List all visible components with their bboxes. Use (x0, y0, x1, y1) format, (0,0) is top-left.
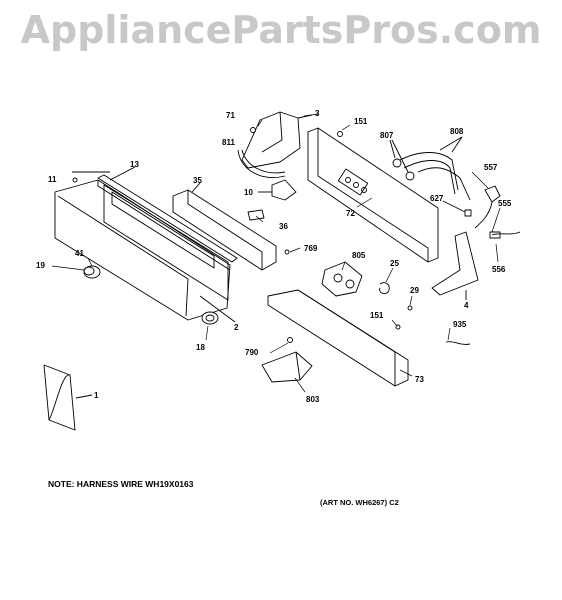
harness-note: NOTE: HARNESS WIRE WH19X0163 (48, 479, 194, 489)
part-627-clip (464, 209, 472, 217)
fasteners (72, 127, 472, 345)
callout-29: 29 (410, 286, 419, 295)
callout-73: 73 (415, 375, 424, 384)
callout-4: 4 (464, 301, 469, 310)
callout-935: 935 (453, 320, 467, 329)
callout-36: 36 (279, 222, 288, 231)
part-11-screw (72, 177, 78, 183)
part-803-cover (261, 351, 313, 383)
part-3-bracket (241, 111, 313, 169)
callout-811: 811 (222, 138, 235, 147)
callout-808: 808 (450, 127, 464, 136)
callout-627: 627 (430, 194, 444, 203)
callout-11: 11 (48, 175, 57, 184)
part-72-back-panel (307, 127, 439, 263)
part-19-knob (83, 265, 101, 279)
callout-803: 803 (306, 395, 320, 404)
part-35-pcb (172, 182, 277, 271)
part-13-trim (72, 166, 238, 301)
callout-151b: 151 (370, 311, 384, 320)
callout-557: 557 (484, 163, 498, 172)
part-808-hoses (399, 136, 471, 201)
part-555-wire (489, 231, 521, 239)
watermark-text: AppliancePartsPros.com (20, 8, 542, 52)
part-807-washers (389, 139, 415, 181)
callout-25: 25 (390, 259, 399, 268)
callout-151a: 151 (354, 117, 368, 126)
callout-3: 3 (315, 109, 320, 118)
callout-13: 13 (130, 160, 139, 169)
part-29-screw (407, 305, 413, 311)
part-10-switch (258, 179, 297, 201)
art-number: (ART NO. WH6267) C2 (320, 498, 399, 507)
callout-41: 41 (75, 249, 84, 258)
callout-71: 71 (226, 111, 235, 120)
callout-805: 805 (352, 251, 366, 260)
part-18-knob (201, 311, 219, 325)
callout-10: 10 (244, 188, 253, 197)
part-769-screw (284, 249, 290, 255)
part-557-sensor (474, 185, 501, 229)
part-2-control-panel (54, 179, 236, 323)
callout-35: 35 (193, 176, 202, 185)
callout-769: 769 (304, 244, 318, 253)
callout-72: 72 (346, 209, 355, 218)
part-4-side-bracket (431, 231, 479, 300)
callout-1: 1 (94, 391, 99, 400)
part-790-screw (287, 337, 293, 343)
part-1-manual (43, 364, 93, 431)
callout-18: 18 (196, 343, 205, 352)
part-36-clip (247, 209, 265, 221)
callout-790: 790 (245, 348, 259, 357)
part-71-screw (250, 127, 256, 133)
part-151-screw-a (337, 131, 343, 137)
callout-556: 556 (492, 265, 506, 274)
part-73-lower-bracket (267, 289, 409, 387)
part-935-wire (445, 341, 471, 345)
callout-19: 19 (36, 261, 45, 270)
part-811-harness (237, 149, 286, 178)
part-151-screw-b (395, 324, 401, 330)
part-25-clip (379, 282, 390, 295)
callout-2: 2 (234, 323, 239, 332)
callout-807: 807 (380, 131, 394, 140)
part-805-valve (321, 261, 363, 297)
callout-555: 555 (498, 199, 512, 208)
